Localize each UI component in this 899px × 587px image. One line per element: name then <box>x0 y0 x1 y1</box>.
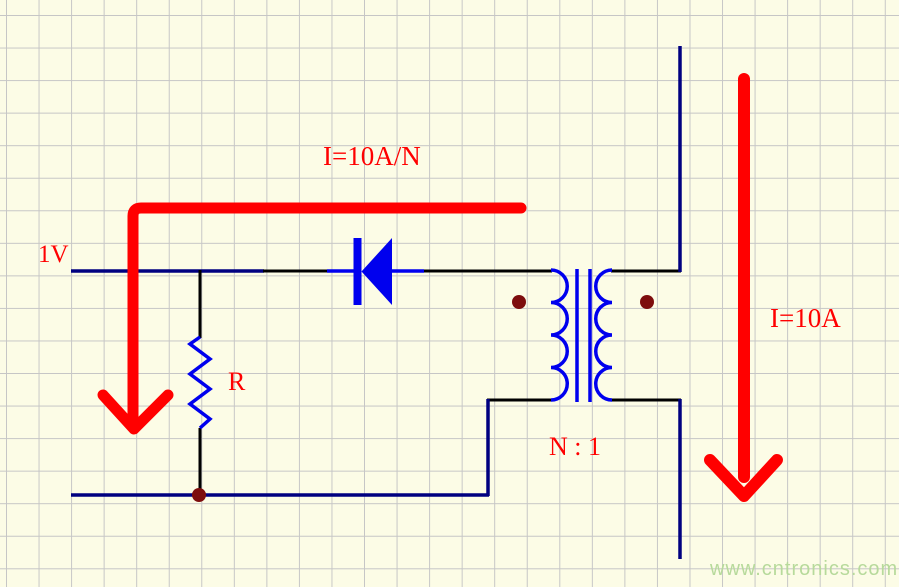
transformer <box>512 268 654 402</box>
diode <box>327 238 424 305</box>
wires <box>71 46 682 559</box>
source-voltage-label: 1V <box>38 241 69 268</box>
diode-cathode-bar <box>353 238 362 305</box>
transformer-primary-winding <box>550 268 569 402</box>
secondary-polarity-dot <box>640 295 654 309</box>
primary-current-arrowhead <box>97 389 174 435</box>
diode-triangle <box>361 238 392 305</box>
secondary-current-arrowhead <box>704 454 783 502</box>
resistor-zigzag <box>187 335 213 430</box>
resistor-label: R <box>228 367 246 396</box>
secondary-current-label: I=10A <box>770 303 841 333</box>
primary-current-arrow-line <box>127 202 527 430</box>
watermark-text: www.cntronics.com <box>710 558 899 580</box>
turns-ratio-label: N : 1 <box>549 432 601 461</box>
primary-current-label: I=10A/N <box>323 141 421 171</box>
primary-polarity-dot <box>512 295 526 309</box>
junction-dot <box>192 488 206 502</box>
current-arrows <box>97 73 783 502</box>
transformer-secondary-winding <box>594 268 613 402</box>
